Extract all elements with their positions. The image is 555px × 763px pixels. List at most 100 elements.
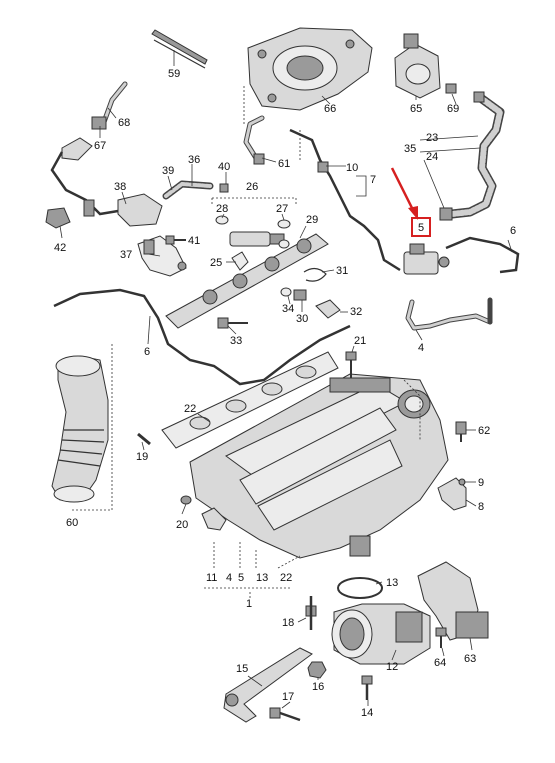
part-32-sensor: [280, 287, 341, 319]
callout-26: 26: [246, 181, 258, 193]
callout-61: 61: [278, 158, 290, 170]
callout-29: 29: [306, 214, 318, 226]
callout-30: 30: [296, 313, 308, 325]
part-33-bolt: [217, 317, 248, 329]
callout-12: 12: [386, 661, 398, 673]
part-36-hose: [162, 180, 229, 200]
part-65-pump: [394, 33, 441, 99]
callout-10: 10: [346, 162, 358, 174]
part-21-bolt: [345, 351, 357, 378]
callout-34: 34: [282, 303, 294, 315]
part-12-throttle-body: [331, 603, 431, 665]
bottom-row-11: 11: [206, 572, 217, 584]
callout-69: 69: [447, 103, 459, 115]
callout-5: 5: [418, 222, 424, 234]
part-37-bracket: [137, 235, 187, 277]
part-5-valve: [403, 243, 450, 275]
callout-32: 32: [350, 306, 362, 318]
part-61-hose: [243, 115, 265, 165]
part-8-sensor: [437, 477, 467, 511]
callout-23: 23: [426, 132, 438, 144]
part-18-stud: [305, 596, 317, 630]
callout-4-right: 4: [418, 342, 424, 354]
callout-6-lower: 6: [144, 346, 150, 358]
callout-62: 62: [478, 425, 490, 437]
callout-36: 36: [188, 154, 200, 166]
callout-64: 64: [434, 657, 446, 669]
part-6-line-left: [53, 288, 351, 386]
callout-18: 18: [282, 617, 294, 629]
part-11-sensor: [201, 507, 227, 531]
callout-21: 21: [354, 335, 366, 347]
bottom-row-4: 4: [226, 572, 232, 584]
part-16-nut: [307, 661, 327, 679]
callout-20: 20: [176, 519, 188, 531]
part-69-fitting: [445, 83, 457, 94]
part-6-line-right: [445, 236, 520, 274]
part-60-intake-hose: [51, 355, 109, 503]
callout-66: 66: [324, 103, 336, 115]
part-66-cover: [247, 27, 373, 111]
callout-33: 33: [230, 335, 242, 347]
callout-22-top: 22: [184, 403, 196, 415]
part-42-clip: [45, 207, 71, 229]
leader-lines: [59, 50, 513, 709]
part-13-seal: [337, 577, 383, 599]
callout-17: 17: [282, 691, 294, 703]
part-24-corrugated-hose: [439, 91, 505, 221]
highlight-box: [411, 217, 431, 237]
part-59-tool: [151, 29, 208, 69]
callout-9: 9: [478, 477, 484, 489]
callout-41: 41: [188, 235, 200, 247]
callout-labels: 59 68 67 66 65 69 23 35 24 36 39 40 61 1…: [54, 68, 516, 719]
callout-8: 8: [478, 501, 484, 513]
part-15-support-arm: [223, 647, 313, 723]
callout-24: 24: [426, 151, 438, 163]
callout-68: 68: [118, 117, 130, 129]
part-4-hose: [405, 297, 493, 331]
bottom-row-13: 13: [256, 572, 268, 584]
callout-65: 65: [410, 103, 422, 115]
highlight-arrow: [390, 167, 418, 220]
callout-31: 31: [336, 265, 348, 277]
callout-40: 40: [218, 161, 230, 173]
part-26-injector: [215, 215, 291, 271]
part-1-intake-manifold: [189, 373, 449, 559]
part-68-hose: [91, 81, 128, 130]
callout-1: 1: [246, 598, 252, 610]
callout-39: 39: [162, 165, 174, 177]
callout-37: 37: [120, 249, 132, 261]
callout-27: 27: [276, 203, 288, 215]
callout-42: 42: [54, 242, 66, 254]
callout-15: 15: [236, 663, 248, 675]
bottom-row-22: 22: [280, 572, 292, 584]
callout-14: 14: [361, 707, 373, 719]
part-64-bolt: [435, 627, 447, 648]
part-31-clip: [303, 267, 327, 282]
callout-7: 7: [370, 174, 376, 186]
part-63-bracket: [417, 561, 489, 641]
callout-13-ring: 13: [386, 577, 398, 589]
part-38-valve: [50, 137, 163, 227]
part-19-stud: [137, 432, 151, 446]
callout-6-upper: 6: [510, 225, 516, 237]
callout-19: 19: [136, 451, 148, 463]
part-29-fuel-rail: [165, 233, 329, 329]
part-17-bolt: [269, 707, 301, 722]
callout-25: 25: [210, 257, 222, 269]
callout-63: 63: [464, 653, 476, 665]
callout-38: 38: [114, 181, 126, 193]
part-62-sensor: [455, 421, 467, 442]
callout-35: 35: [404, 143, 416, 155]
callout-60: 60: [66, 517, 78, 529]
callout-59: 59: [168, 68, 180, 80]
part-14-bolt: [361, 675, 373, 700]
callout-67: 67: [94, 140, 106, 152]
part-20-cap: [180, 495, 192, 505]
callout-16: 16: [312, 681, 324, 693]
bottom-row-5: 5: [238, 572, 244, 584]
part-10-line: [289, 128, 401, 272]
part-22-gasket: [161, 351, 339, 449]
